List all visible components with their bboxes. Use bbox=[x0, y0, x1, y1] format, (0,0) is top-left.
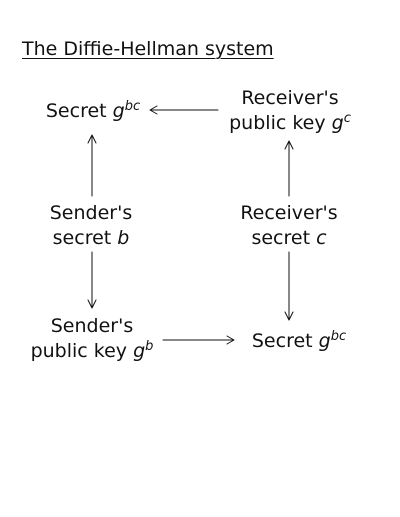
node-sender-shared-secret: Secret gbc bbox=[24, 99, 162, 124]
node-variable: b bbox=[117, 227, 130, 249]
node-variable: g bbox=[318, 330, 331, 352]
node-exponent: b bbox=[145, 339, 154, 354]
node-variable: c bbox=[316, 227, 327, 249]
arrow-sender-public-to-receiver-secret bbox=[162, 335, 235, 345]
node-label: Receiver's bbox=[241, 87, 339, 109]
node-sender-public-key: Sender's public key gb bbox=[20, 314, 164, 364]
node-label: Secret bbox=[45, 100, 113, 122]
diagram-title: The Diffie-Hellman system bbox=[22, 38, 274, 60]
node-sender-secret: Sender's secret b bbox=[28, 201, 154, 251]
arrow-receiver-secret-to-receiver-public bbox=[284, 140, 294, 197]
arrow-sender-secret-to-sender-public bbox=[87, 251, 97, 309]
node-variable: g bbox=[112, 100, 125, 122]
node-label: Receiver's bbox=[240, 202, 338, 224]
node-label: Sender's bbox=[50, 315, 134, 337]
node-receiver-public-key: Receiver's public key gc bbox=[218, 86, 362, 136]
node-exponent: c bbox=[343, 111, 351, 126]
node-receiver-secret: Receiver's secret c bbox=[224, 201, 354, 251]
node-receiver-shared-secret: Secret gbc bbox=[230, 329, 368, 354]
node-exponent: bc bbox=[124, 99, 141, 114]
node-label: secret bbox=[251, 227, 317, 249]
node-label: Sender's bbox=[49, 202, 133, 224]
arrow-receiver-secret-to-shared-secret bbox=[284, 251, 294, 321]
node-label: public key bbox=[30, 340, 134, 362]
arrow-sender-secret-to-shared-secret bbox=[87, 134, 97, 197]
node-variable: g bbox=[331, 112, 344, 134]
node-label: secret bbox=[52, 227, 118, 249]
node-variable: g bbox=[133, 340, 146, 362]
node-label: public key bbox=[229, 112, 332, 134]
node-label: Secret bbox=[251, 330, 319, 352]
node-exponent: bc bbox=[330, 329, 347, 344]
